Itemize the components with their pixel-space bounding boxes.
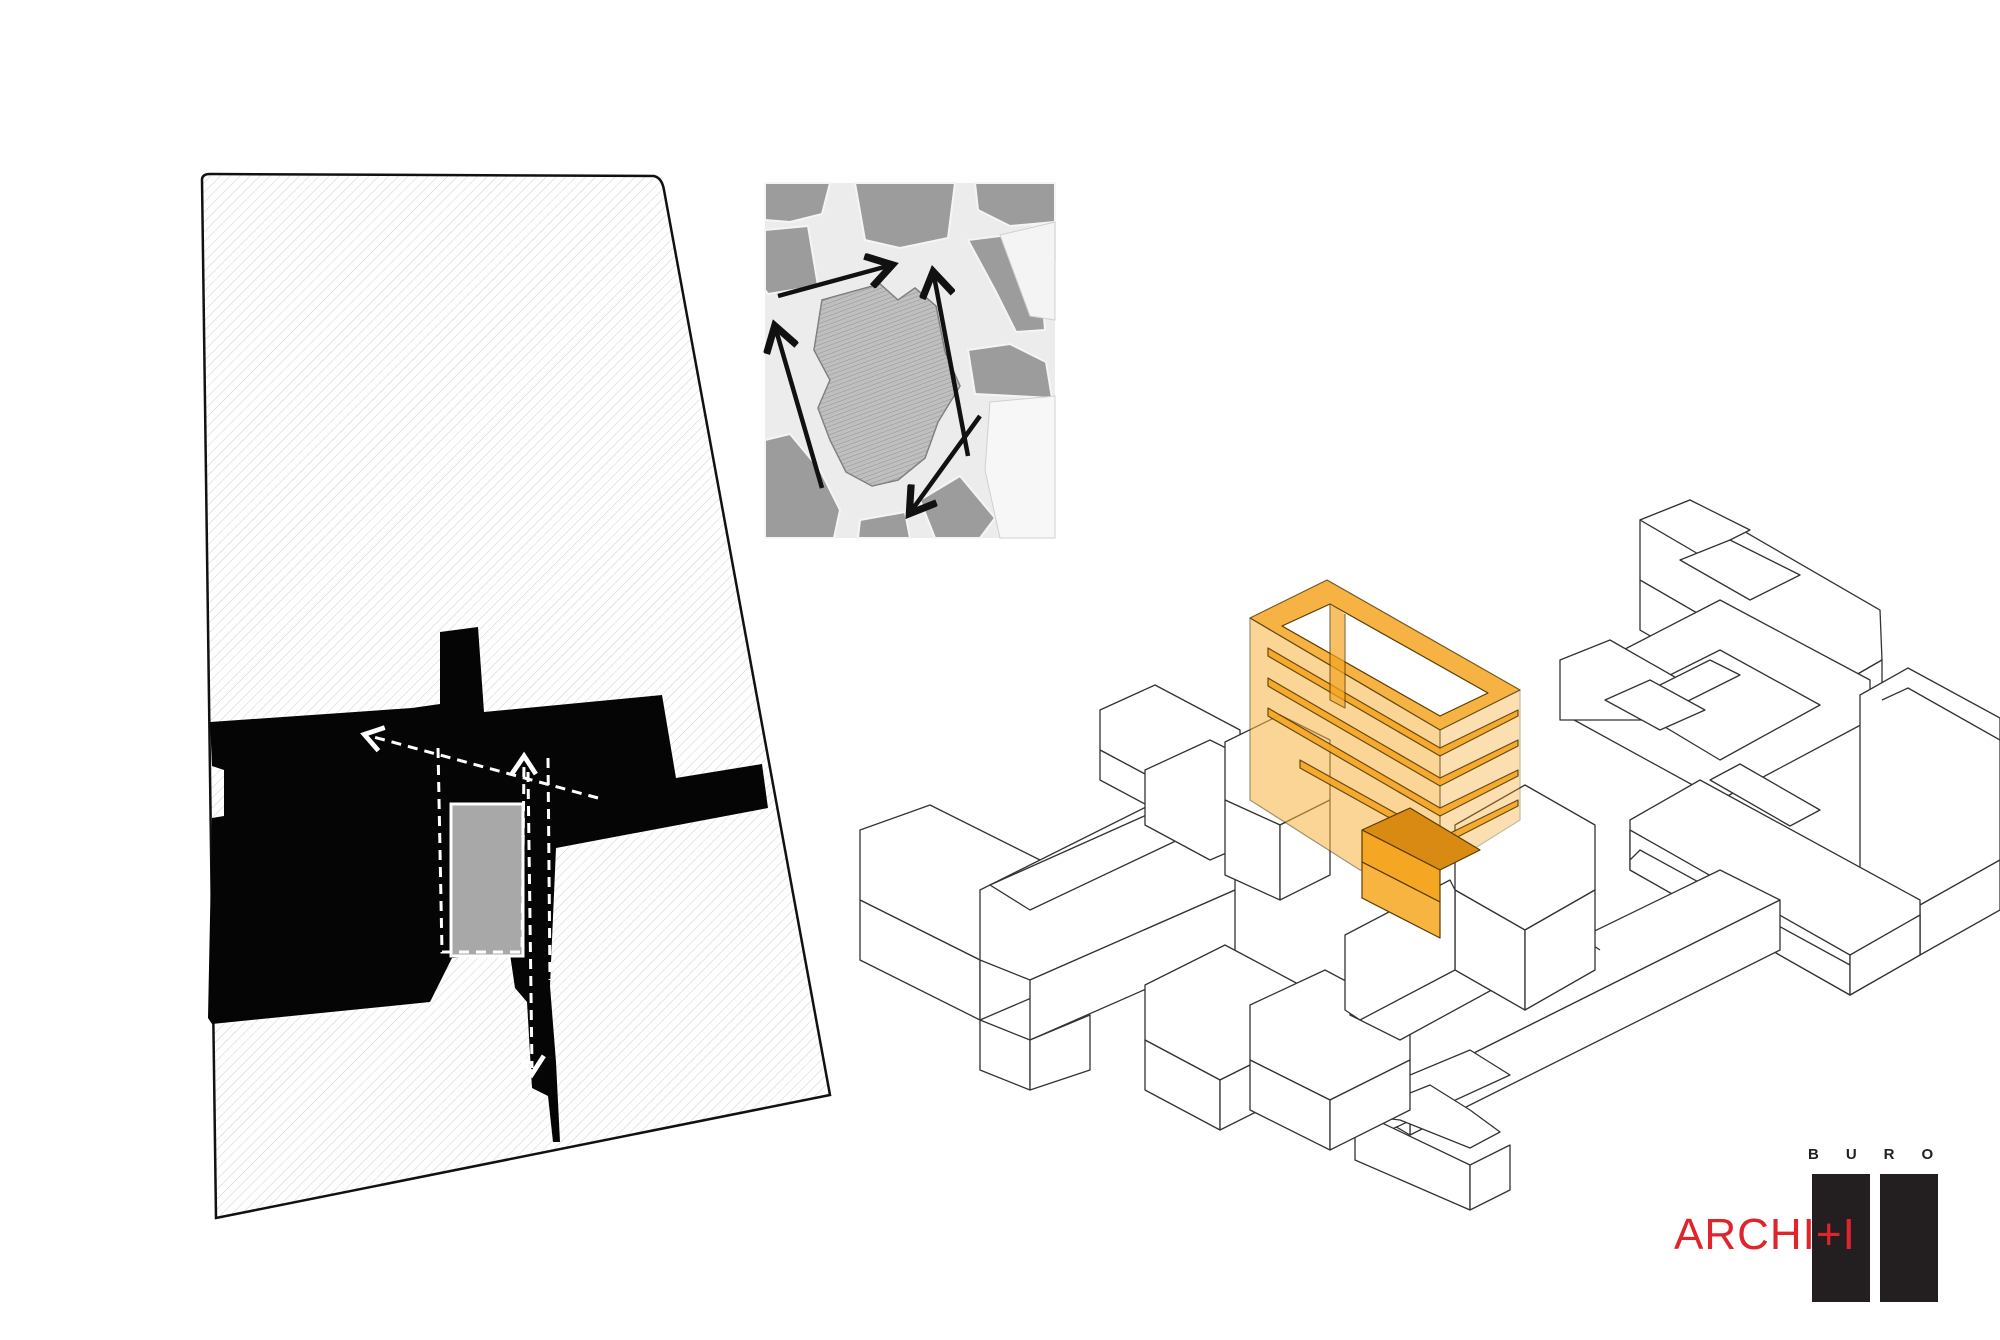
map-church-fill bbox=[814, 284, 960, 486]
highlighted-building bbox=[1249, 579, 1521, 939]
block-far-right bbox=[1859, 667, 2000, 956]
church-building bbox=[449, 802, 525, 958]
logo-bar-right bbox=[1880, 1174, 1938, 1302]
site-plan-boundary bbox=[200, 172, 832, 1220]
courtyard-notch bbox=[370, 824, 432, 884]
buro-archi-logo: BURO ARCHI+I bbox=[1660, 1146, 1960, 1306]
axonometric-model bbox=[859, 499, 2000, 1211]
map-city-blocks bbox=[764, 182, 1056, 539]
logo-wordmark: ARCHI+I bbox=[1674, 1210, 1856, 1259]
highlight-side-face bbox=[1439, 689, 1521, 871]
logo-top-text: BURO bbox=[1808, 1146, 1961, 1163]
highlight-core bbox=[1329, 604, 1346, 709]
highlight-podium-lower bbox=[1361, 861, 1441, 939]
map-park bbox=[984, 395, 1056, 539]
site-plan bbox=[200, 172, 832, 1220]
logo-bar-left bbox=[1812, 1174, 1870, 1302]
block-tower-right bbox=[1604, 499, 1801, 731]
location-map bbox=[764, 182, 1056, 539]
map-flow-arrows bbox=[776, 266, 982, 510]
route-arrows bbox=[360, 725, 599, 1079]
map-square bbox=[999, 221, 1056, 321]
